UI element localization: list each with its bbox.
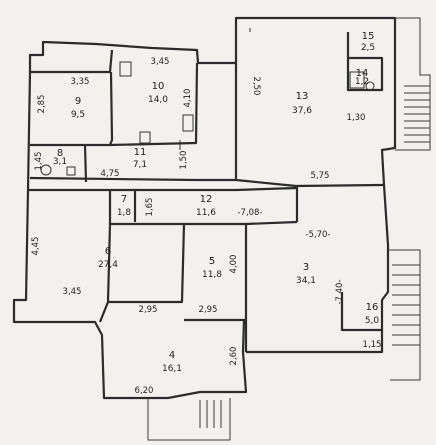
room-area: 34,1: [296, 276, 316, 286]
room-area: 14,0: [148, 95, 168, 105]
stairs: [147, 17, 431, 441]
room-16: 16 5,0: [365, 302, 380, 326]
room-number: 11: [134, 147, 147, 158]
room-number: 12: [200, 194, 213, 205]
room-area: 11,6: [196, 208, 216, 218]
room-number: 7: [121, 194, 127, 205]
dimension-label: 1,65: [145, 198, 155, 217]
dimension-label: 4,00: [229, 255, 239, 274]
room-area: 5,0: [365, 316, 380, 326]
room-number: 16: [366, 302, 379, 313]
room-area: 1,8: [117, 208, 132, 218]
room-number: 10: [152, 81, 165, 92]
dimension-label: 3,45: [151, 57, 170, 67]
dimension-label: 1,30: [347, 113, 366, 123]
room-8: 8 3,1: [53, 148, 67, 167]
room-area: 27,4: [98, 260, 118, 270]
room-13: 13 37,6: [292, 91, 312, 116]
dimension-label: 6,20: [135, 386, 154, 396]
dimension-label: 2,95: [139, 305, 158, 315]
room-labels: 10 14,0 9 9,5 8 3,1 11 7,1 7 1,8 12 11,6…: [53, 31, 380, 374]
room-10: 10 14,0: [148, 81, 168, 105]
dimension-label: 1,45: [34, 152, 44, 171]
room-area: 16,1: [162, 364, 182, 374]
room-number: 9: [75, 96, 81, 107]
room-9: 9 9,5: [71, 96, 85, 120]
dimension-label: 5,75: [311, 171, 330, 181]
dimension-label: -7,40-: [335, 279, 345, 304]
room-5: 5 11,8: [202, 256, 222, 280]
room-area: 7,1: [133, 160, 147, 170]
dimension-label: -5,70-: [305, 230, 330, 240]
dimension-label: 1,15: [363, 340, 382, 350]
room-15: 15 2,5: [361, 31, 375, 53]
room-3: 3 34,1: [296, 262, 316, 286]
dimension-label: 2,60: [229, 347, 239, 366]
room-12: 12 11,6: [196, 194, 216, 218]
dimension-label: 3,45: [63, 287, 82, 297]
room-number: 15: [362, 31, 375, 42]
room-number: 5: [209, 256, 215, 267]
room-number: 8: [57, 148, 63, 159]
dimension-labels: 3,45 3,35 2,85 4,10 1,45 4,75 1,50 1,65 …: [31, 57, 381, 396]
dimension-label: 4,75: [101, 169, 120, 179]
dimension-label: 1,50: [179, 151, 189, 170]
dimension-label: 2,50: [251, 77, 261, 96]
room-number: 14: [356, 68, 369, 79]
room-area: 9,5: [71, 110, 85, 120]
room-7: 7 1,8: [117, 194, 132, 218]
room-area: 3,1: [53, 157, 67, 167]
room-number: 3: [303, 262, 309, 273]
room-11: 11 7,1: [133, 147, 147, 170]
room-number: 6: [105, 246, 111, 257]
walls: [12, 16, 397, 400]
dimension-label: 4,45: [31, 237, 41, 256]
dimension-label: -7,08-: [237, 208, 262, 218]
fixtures: [40, 28, 375, 176]
room-number: 13: [296, 91, 309, 102]
room-14: 14 1,2: [355, 68, 369, 87]
room-area: 1,2: [355, 77, 369, 87]
room-6: 6 27,4: [98, 246, 118, 270]
room-number: 4: [169, 350, 175, 361]
dimension-label: 3,35: [71, 77, 90, 87]
dimension-label: 4,10: [183, 89, 193, 108]
dimension-label: 2,85: [37, 95, 47, 114]
dimension-label: 2,95: [199, 305, 218, 315]
room-area: 2,5: [361, 43, 375, 53]
room-4: 4 16,1: [162, 350, 182, 374]
room-area: 11,8: [202, 270, 222, 280]
room-area: 37,6: [292, 106, 312, 116]
